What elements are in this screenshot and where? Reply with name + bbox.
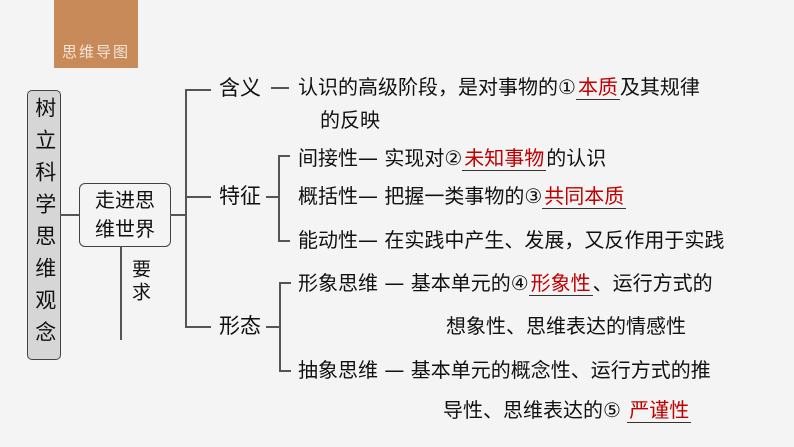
- form-imagery-line2: 想象性、思维表达的情感性: [446, 314, 686, 338]
- answer-2: 未知事物: [462, 146, 547, 171]
- connector: [279, 282, 291, 284]
- branch-meaning: 含义: [219, 76, 261, 100]
- forms-bracket: [279, 282, 281, 371]
- sub-node: 走进思维世界: [79, 183, 171, 247]
- connector: [266, 326, 279, 328]
- answer-1: 本质: [575, 75, 620, 100]
- main-bracket: [185, 89, 187, 327]
- form-abstract: 抽象思维 — 基本单元的概念性、运行方式的推: [298, 358, 711, 382]
- connector: [60, 214, 79, 216]
- meaning-text-line2: 的反映: [320, 108, 380, 132]
- sub-node-label: 走进思维世界: [95, 188, 155, 241]
- answer-5: 严谨性: [627, 398, 692, 423]
- connector: [266, 196, 278, 198]
- branch-forms: 形态: [219, 314, 261, 338]
- connector: [185, 89, 211, 91]
- connector: [170, 214, 185, 216]
- tag-label: 思维导图: [61, 43, 130, 61]
- feature-active: 能动性— 在实践中产生、发展，又反作用于实践: [298, 228, 725, 252]
- answer-3: 共同本质: [542, 184, 627, 209]
- connector: [185, 196, 211, 198]
- connector: [278, 240, 290, 242]
- branch-features: 特征: [219, 184, 261, 208]
- connector: [271, 87, 289, 89]
- requirement-line: [120, 246, 122, 340]
- form-abstract-line2: 导性、思维表达的⑤ 严谨性: [443, 398, 692, 423]
- features-bracket: [278, 155, 280, 241]
- answer-4: 形象性: [528, 271, 593, 296]
- connector: [279, 370, 291, 372]
- connector: [278, 155, 290, 157]
- root-node: 树立科学思维观念: [27, 90, 61, 360]
- connector: [185, 326, 211, 328]
- requirement-label: 要求: [129, 259, 151, 305]
- mindmap-tag: 思维导图: [54, 0, 138, 68]
